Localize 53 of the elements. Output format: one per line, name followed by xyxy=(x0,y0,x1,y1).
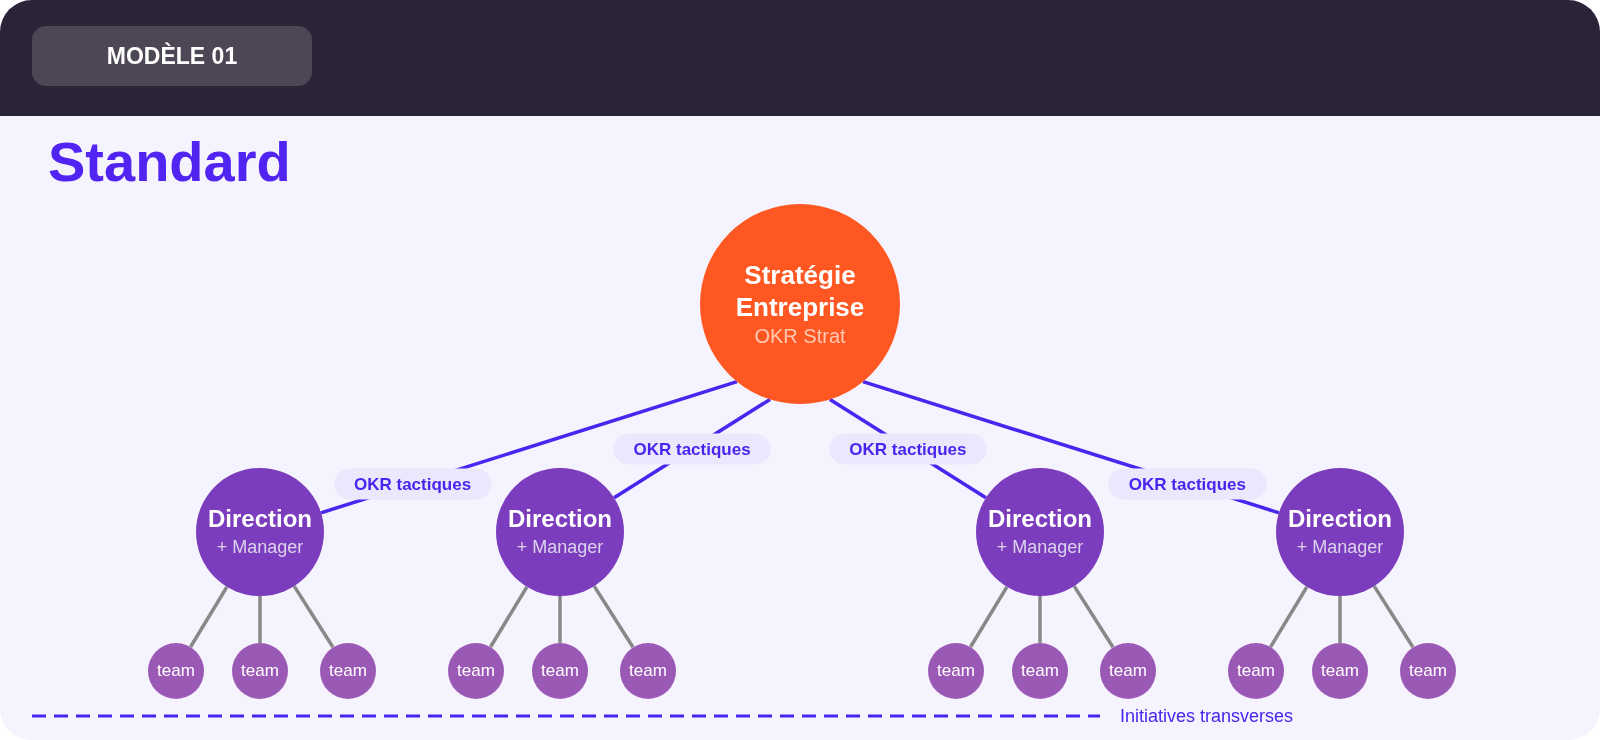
diagram-title: Standard xyxy=(48,129,291,195)
node-label: team xyxy=(1409,661,1447,681)
connector-line xyxy=(489,585,529,648)
template-tag: MODÈLE 01 xyxy=(32,26,312,86)
team-circle xyxy=(1312,643,1368,699)
node-label: team xyxy=(241,661,279,681)
team-circle xyxy=(1012,643,1068,699)
connector-line xyxy=(1072,585,1115,649)
team-circle xyxy=(1228,643,1284,699)
node-label: team xyxy=(1021,661,1059,681)
node-label: team xyxy=(329,661,367,681)
team-circle xyxy=(148,643,204,699)
connector-line xyxy=(1038,596,1042,643)
node-title: Stratégie Entreprise xyxy=(734,259,866,323)
line-caption: Initiatives transverses xyxy=(1120,706,1294,727)
connector-line xyxy=(1338,596,1342,643)
edge-label: OKR tactiques xyxy=(613,433,771,465)
node-label: team xyxy=(629,661,667,681)
connector-line xyxy=(258,596,262,643)
connector-line xyxy=(592,585,635,649)
node-subtitle: + Manager xyxy=(996,536,1084,559)
team-circle xyxy=(620,643,676,699)
node-subtitle: + Manager xyxy=(1296,536,1384,559)
node-label: team xyxy=(937,661,975,681)
node-label: team xyxy=(1321,661,1359,681)
node-label: team xyxy=(157,661,195,681)
edge-label: OKR tactiques xyxy=(334,468,492,500)
node-title: Direction xyxy=(508,504,612,534)
node-label: team xyxy=(457,661,495,681)
connector-line xyxy=(1372,585,1415,649)
team-circle xyxy=(232,643,288,699)
team-circle xyxy=(928,643,984,699)
connector-line xyxy=(1269,585,1309,648)
edge-label: OKR tactiques xyxy=(829,433,987,465)
edge-label: OKR tactiques xyxy=(1108,468,1266,500)
node-subtitle: OKR Strat xyxy=(754,324,846,349)
connector-line xyxy=(969,585,1009,648)
team-circle xyxy=(1400,643,1456,699)
team-circle xyxy=(448,643,504,699)
node-label: team xyxy=(1237,661,1275,681)
node-label: team xyxy=(541,661,579,681)
node-label: team xyxy=(1109,661,1147,681)
connector-line xyxy=(292,585,335,649)
node-title: Direction xyxy=(988,504,1092,534)
node-subtitle: + Manager xyxy=(216,536,304,559)
team-circle xyxy=(320,643,376,699)
node-title: Direction xyxy=(1288,504,1392,534)
team-circle xyxy=(1100,643,1156,699)
connector-line xyxy=(189,585,229,648)
team-circle xyxy=(532,643,588,699)
node-subtitle: + Manager xyxy=(516,536,604,559)
connector-line xyxy=(558,596,562,643)
node-title: Direction xyxy=(208,504,312,534)
